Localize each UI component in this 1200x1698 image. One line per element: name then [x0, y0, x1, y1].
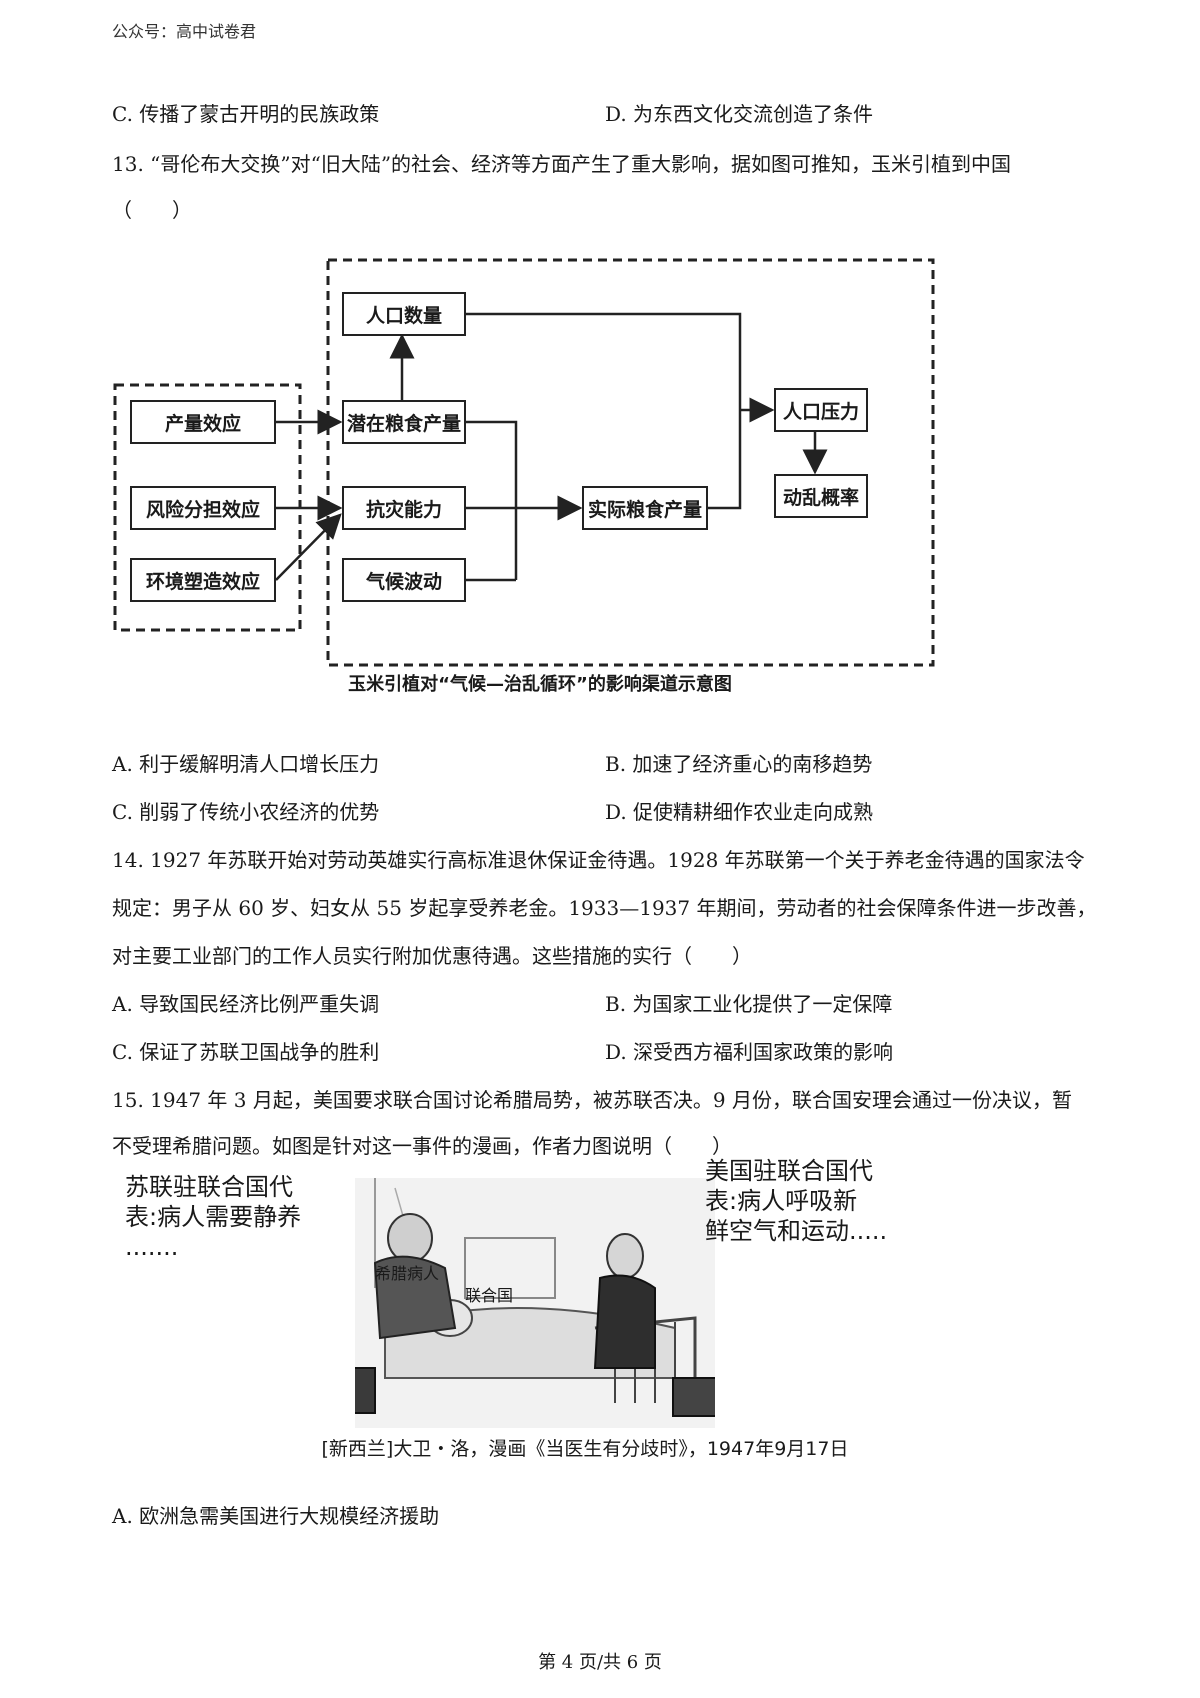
- cartoon-us-text-line-2: 表:病人呼吸新: [705, 1187, 858, 1215]
- page-footer-number: 第 4 页/共 6 页: [538, 1652, 662, 1673]
- line-actual-right: [708, 410, 742, 510]
- q15-stem-line-1: 15. 1947 年 3 月起，美国要求联合国讨论希腊局势，被苏联否决。9 月份…: [112, 1088, 1072, 1112]
- cartoon-soviet-text-line-1: 苏联驻联合国代: [125, 1173, 293, 1201]
- cartoon-us-text-line-1: 美国驻联合国代: [705, 1157, 873, 1185]
- q13-stem-line-2: （ ）: [112, 198, 192, 222]
- cartoon-soviet-text-line-2: 表:病人需要静养: [125, 1203, 302, 1231]
- box-population-count: 人口数量: [342, 292, 466, 336]
- q14-option-c[interactable]: C. 保证了苏联卫国战争的胜利: [112, 1040, 380, 1064]
- q15-cartoon: 苏联驻联合国代 表:病人需要静养 ....... 美国驻联合国代 表:病人呼吸新…: [125, 1157, 915, 1476]
- box-population-pressure: 人口压力: [774, 388, 868, 432]
- q14-stem-line-1: 14. 1927 年苏联开始对劳动英雄实行高标准退休保证金待遇。1928 年苏联…: [112, 848, 1085, 872]
- cartoon-caption: [新西兰]大卫・洛，漫画《当医生有分歧时》，1947年9月17日: [321, 1438, 849, 1460]
- box-risk-sharing-effect: 风险分担效应: [130, 486, 276, 530]
- q14-option-b[interactable]: B. 为国家工业化提供了一定保障: [605, 992, 893, 1016]
- q13-option-a[interactable]: A. 利于缓解明清人口增长压力: [112, 752, 380, 776]
- box-actual-grain-output: 实际粮食产量: [582, 486, 708, 530]
- arrow-env-to-disaster: [275, 513, 342, 581]
- q12-option-d[interactable]: D. 为东西文化交流创造了条件: [605, 102, 874, 126]
- q13-stem-line-1: 13. “哥伦布大交换”对“旧大陆”的社会、经济等方面产生了重大影响，据如图可推…: [112, 152, 1012, 176]
- right-dashed-frame: [326, 258, 935, 667]
- q14-stem-line-3: 对主要工业部门的工作人员实行附加优惠待遇。这些措施的实行（ ）: [112, 944, 752, 968]
- q14-stem-line-2: 规定：男子从 60 岁、妇女从 55 岁起享受养老金。1933—1937 年期间…: [112, 896, 1097, 920]
- cartoon-us-text-line-3: 鲜空气和运动.....: [705, 1217, 888, 1245]
- page-header-source: 公众号：高中试卷君: [112, 22, 257, 41]
- diagram-caption: 玉米引植对“气候—治乱循环”的影响渠道示意图: [348, 674, 732, 695]
- q15-stem-line-2: 不受理希腊问题。如图是针对这一事件的漫画，作者力图说明（ ）: [112, 1134, 732, 1158]
- q13-option-c[interactable]: C. 削弱了传统小农经济的优势: [112, 800, 380, 824]
- box-unrest-probability: 动乱概率: [774, 474, 868, 518]
- q13-flow-diagram: 产量效应 风险分担效应 环境塑造效应 人口数量 潜在粮食产量 抗灾能力 气候波动…: [100, 250, 980, 710]
- q13-option-b[interactable]: B. 加速了经济重心的南移趋势: [605, 752, 873, 776]
- box-yield-effect: 产量效应: [130, 400, 276, 444]
- q12-option-c[interactable]: C. 传播了蒙古开明的民族政策: [112, 102, 380, 126]
- cartoon-label-un: 联合国: [465, 1286, 514, 1305]
- q14-option-a[interactable]: A. 导致国民经济比例严重失调: [112, 992, 380, 1016]
- line-potential-right: [464, 420, 518, 580]
- cartoon-label-greek-patient: 希腊病人: [375, 1264, 440, 1283]
- box-environment-shaping-effect: 环境塑造效应: [130, 558, 276, 602]
- q15-option-a[interactable]: A. 欧洲急需美国进行大规模经济援助: [112, 1504, 440, 1528]
- box-potential-grain-output: 潜在粮食产量: [342, 400, 466, 444]
- diagram-connectors: [113, 258, 935, 667]
- line-population-right: [466, 312, 742, 410]
- q14-option-d[interactable]: D. 深受西方福利国家政策的影响: [605, 1040, 894, 1064]
- box-climate-fluctuation: 气候波动: [342, 558, 466, 602]
- q13-option-d[interactable]: D. 促使精耕细作农业走向成熟: [605, 800, 874, 824]
- cartoon-soviet-text-line-3: .......: [125, 1233, 179, 1261]
- box-disaster-resistance: 抗灾能力: [342, 486, 466, 530]
- cartoon-illustration: [355, 1178, 715, 1428]
